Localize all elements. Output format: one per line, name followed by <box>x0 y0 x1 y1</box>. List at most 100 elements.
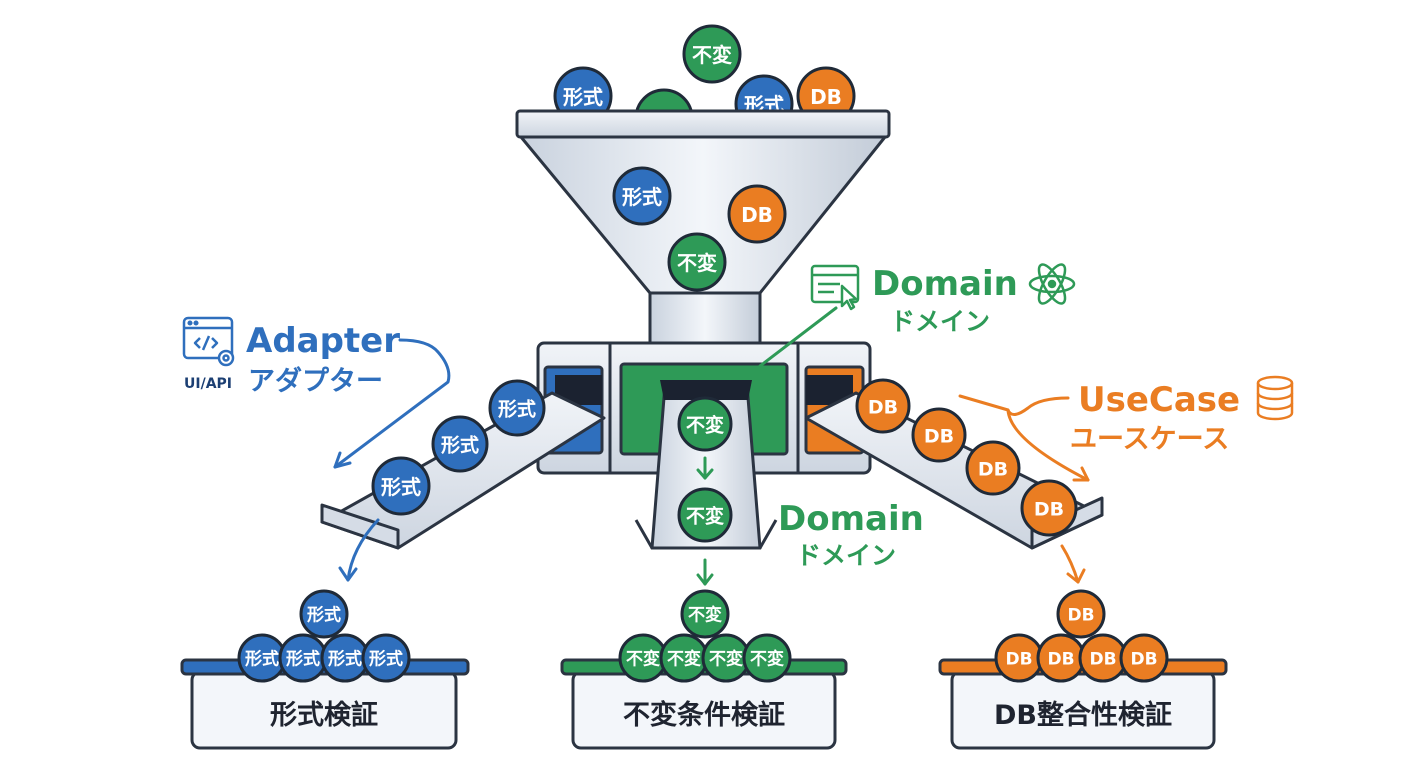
format-bin: 形式検証 <box>180 658 470 750</box>
invariant-ball-label: 不変 <box>626 648 660 669</box>
db-ball: DB <box>1078 633 1128 683</box>
format-ball: 形式 <box>237 633 287 683</box>
adapter-arrow <box>333 338 451 469</box>
browser-click-icon <box>810 264 860 311</box>
domain-subtitle: ドメイン <box>890 307 990 336</box>
format-ball-label: 形式 <box>498 398 536 421</box>
format-ball-label: 形式 <box>328 648 362 669</box>
usecase-subtitle: ユースケース <box>1070 424 1229 455</box>
bins: 形式検証 不変条件検証 DB整合性検証 形式形式形式形式形式不変不変不変不変不変… <box>180 589 1228 750</box>
domain-title: Domain <box>872 264 1018 304</box>
invariant-ball-label: 不変 <box>686 504 724 527</box>
adapter-title: Adapter <box>246 321 400 361</box>
invariant-ball-label: 不変 <box>750 648 784 669</box>
code-window-gear-icon <box>182 316 235 367</box>
format-ball-label: 形式 <box>441 434 479 457</box>
invariant-ball: 不変 <box>618 633 668 683</box>
db-bin: DB整合性検証 <box>938 658 1228 750</box>
database-icon <box>1256 375 1294 421</box>
db-ball: DB <box>1119 633 1169 683</box>
invariant-ball-label: 不変 <box>692 43 732 67</box>
format-ball-label: 形式 <box>563 85 603 109</box>
domain-label-group: Domain ドメイン <box>810 263 1076 336</box>
db-ball: DB <box>1020 479 1078 537</box>
adapter-down-arrow <box>346 518 380 582</box>
format-ball-label: 形式 <box>307 604 341 625</box>
db-ball-label: DB <box>1047 649 1074 669</box>
db-ball: DB <box>855 378 911 434</box>
db-ball-label: DB <box>1130 649 1157 669</box>
format-ball-label: 形式 <box>369 648 403 669</box>
invariant-ball-label: 不変 <box>688 604 722 625</box>
format-ball: 形式 <box>361 633 411 683</box>
invariant-ball: 不変 <box>742 633 792 683</box>
db-ball: DB <box>994 633 1044 683</box>
domain-callout-line <box>758 306 838 368</box>
format-ball: 形式 <box>431 415 489 473</box>
cone-balls: 形式 DB 不変 <box>612 166 787 292</box>
right-ramp-balls: DB DB DB DB <box>855 378 1078 537</box>
format-ball: 形式 <box>488 379 546 437</box>
usecase-ramp: DB DB DB DB <box>804 378 1104 550</box>
invariant-ball: 不変 <box>667 232 727 292</box>
adapter-subtitle: アダプター <box>248 365 383 397</box>
atom-icon <box>1028 263 1076 305</box>
invariant-ball-label: 不変 <box>686 413 724 436</box>
format-ball: 形式 <box>612 166 672 226</box>
db-ball: DB <box>727 184 787 244</box>
db-ball: DB <box>1036 633 1086 683</box>
format-ball: 形式 <box>299 589 349 639</box>
invariant-ball-label: 不変 <box>677 251 717 275</box>
adapter-icon-caption: UI/API <box>184 376 232 392</box>
usecase-down-arrow <box>1060 544 1080 584</box>
db-ball-label: DB <box>1005 649 1032 669</box>
db-ball-label: DB <box>1034 499 1064 521</box>
db-ball-label: DB <box>868 396 898 418</box>
invariant-ball: 不変 <box>677 487 733 543</box>
format-ball-label: 形式 <box>245 648 279 669</box>
db-ball: DB <box>965 440 1021 496</box>
domain-mid-title: Domain <box>778 499 924 539</box>
db-ball-label: DB <box>978 458 1008 480</box>
format-ball-label: 形式 <box>286 648 320 669</box>
db-ball-label: DB <box>741 203 773 227</box>
invariant-bin: 不変条件検証 <box>560 658 848 750</box>
usecase-label-group: UseCase ユースケース <box>1070 375 1294 455</box>
invariant-ball: 不変 <box>701 633 751 683</box>
db-ball-label: DB <box>1067 605 1094 625</box>
invariant-ball: 不変 <box>680 589 730 639</box>
flow-arrows <box>333 306 1090 586</box>
usecase-arrow <box>958 394 1070 416</box>
invariant-ball: 不変 <box>659 633 709 683</box>
funnel-rim <box>515 109 891 139</box>
usecase-arrow-2 <box>1006 408 1090 482</box>
domain-mid-subtitle: ドメイン <box>796 541 896 570</box>
adapter-label-group: UI/API Adapter アダプター <box>182 316 400 397</box>
format-bin-label: 形式検証 <box>270 699 378 731</box>
db-ball-label: DB <box>810 85 842 109</box>
db-bin-label: DB整合性検証 <box>994 699 1172 731</box>
funnel-neck <box>648 291 762 347</box>
invariant-ball: 不変 <box>682 24 742 84</box>
domain-mid-label-group: Domain ドメイン <box>778 499 924 570</box>
format-ball: 形式 <box>371 456 431 516</box>
db-ball: DB <box>911 407 967 463</box>
usecase-title: UseCase <box>1078 380 1240 420</box>
invariant-bin-label: 不変条件検証 <box>623 699 785 731</box>
db-ball-label: DB <box>1089 649 1116 669</box>
invariant-ball: 不変 <box>677 396 733 452</box>
format-ball: 形式 <box>278 633 328 683</box>
invariant-ball-label: 不変 <box>709 648 743 669</box>
db-ball: DB <box>1056 589 1106 639</box>
format-ball: 形式 <box>320 633 370 683</box>
invariant-ball-label: 不変 <box>667 648 701 669</box>
format-ball-label: 形式 <box>381 475 421 499</box>
db-ball-label: DB <box>924 425 954 447</box>
format-ball-label: 形式 <box>622 185 662 209</box>
